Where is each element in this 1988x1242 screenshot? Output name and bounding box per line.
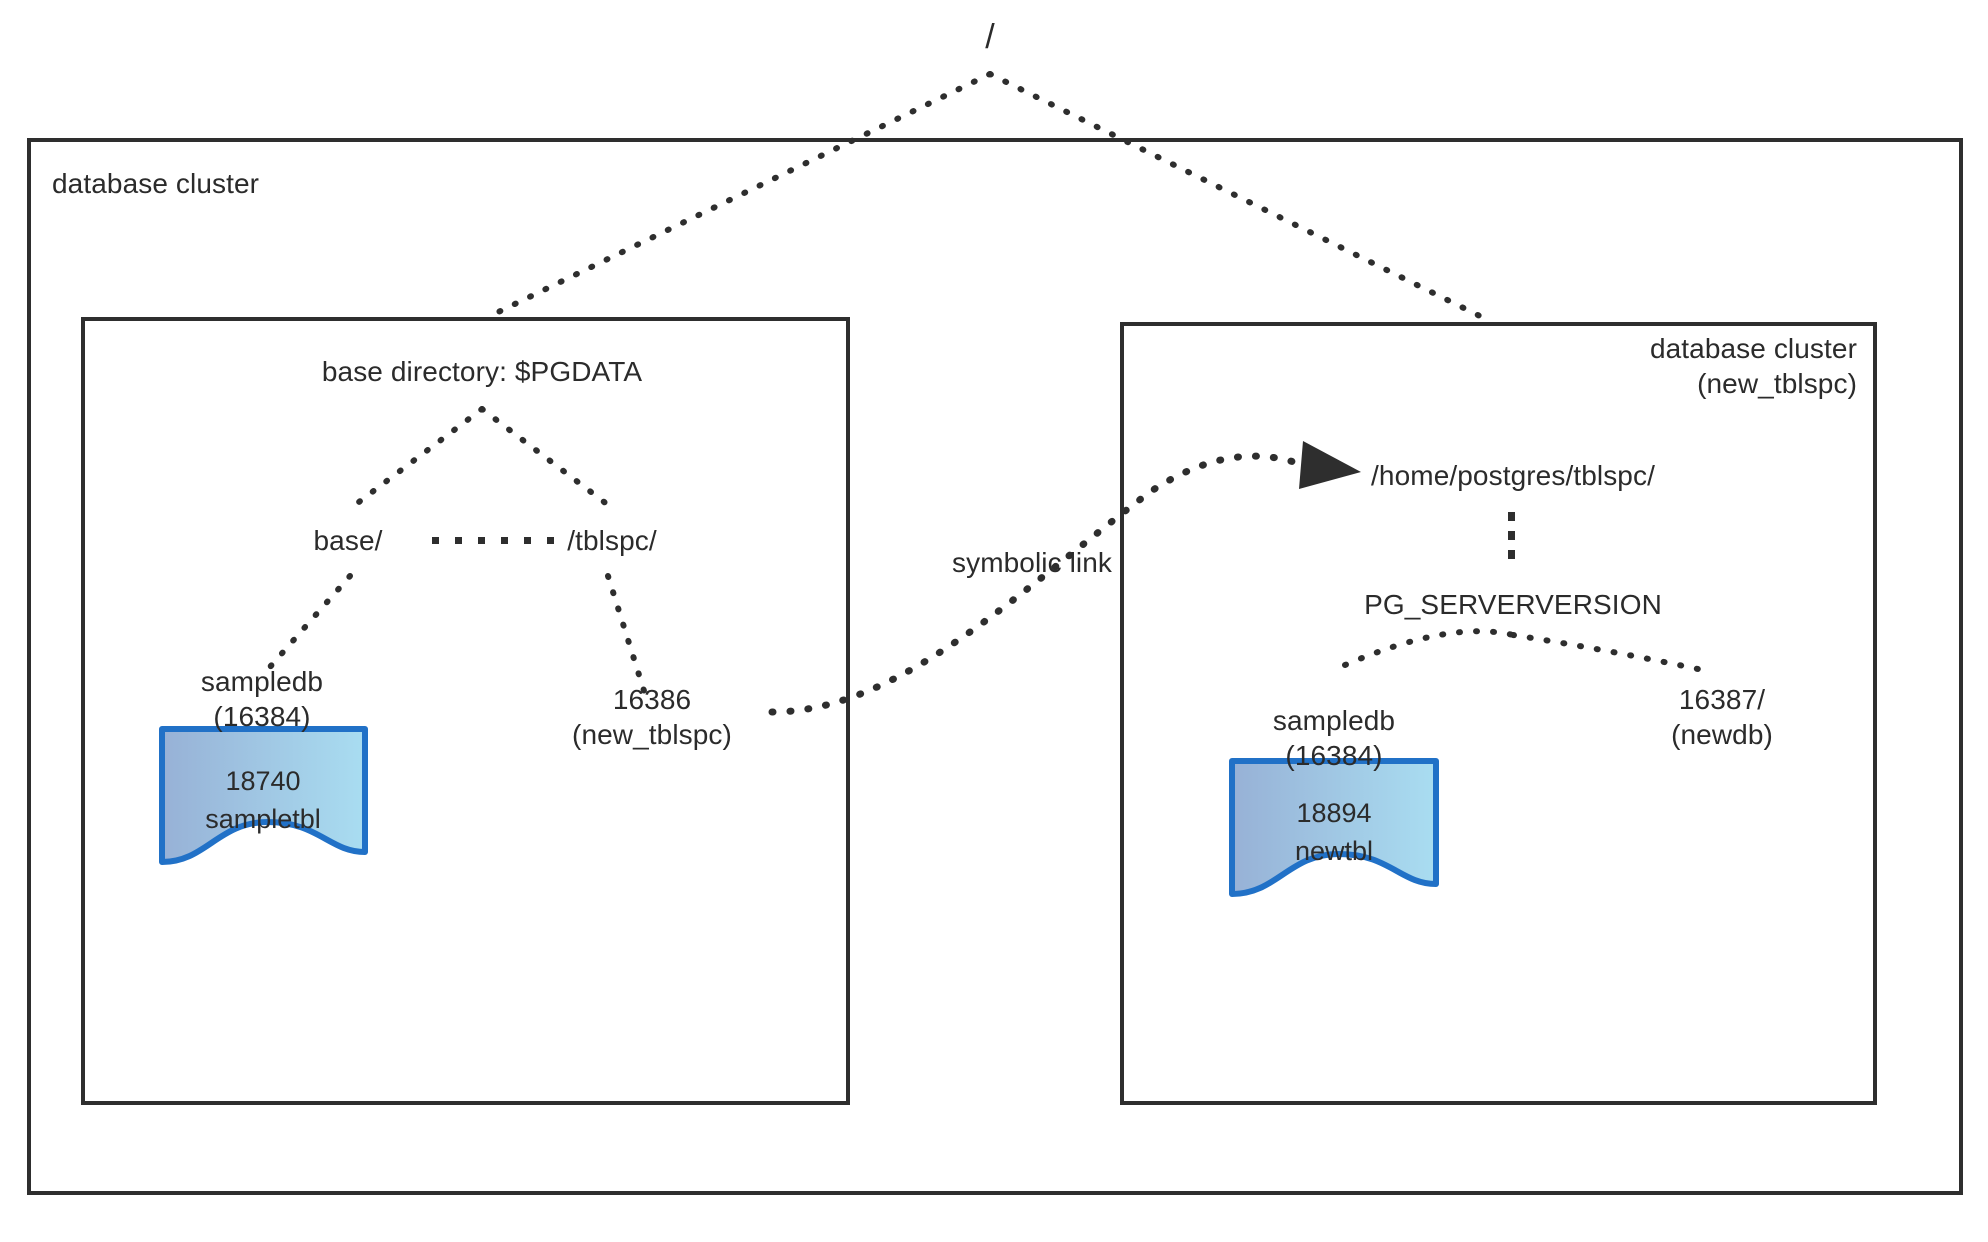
tblspc-newdb-oid: (newdb) [1671,719,1773,750]
outer-cluster-label: database cluster [52,168,260,199]
pg-serverversion-label: PG_SERVERVERSION [1364,589,1662,620]
tblspc-newdb-name: 16387/ [1678,684,1766,715]
tblspc-path-label: /home/postgres/tblspc/ [1371,460,1655,491]
pgdata-panel-title: base directory: $PGDATA [321,356,643,387]
sampletbl-name-text: sampletbl [205,804,321,834]
newtbl-oid-text: 18894 [1296,798,1372,828]
pgdata-sampledb-name: sampledb [200,666,324,697]
symbolic-link-label: symbolic link [951,547,1113,578]
base-dir-label: base/ [313,525,383,556]
pgdata-sampledb-oid: (16384) [213,701,311,732]
tblspc-sampledb-oid: (16384) [1285,740,1383,771]
root-slash-label: / [985,18,995,56]
pgdata-panel-box [81,317,850,1105]
sampletbl-oid-text: 18740 [225,766,301,796]
tblspc-dir-label: /tblspc/ [567,525,657,556]
tblspc-oid-name: 16386 [612,684,692,715]
tblspc-cluster-title-line1: database cluster [1649,333,1857,364]
tblspc-sampledb-name: sampledb [1272,705,1396,736]
tblspc-oid-alias: (new_tblspc) [572,719,732,750]
newtbl-name-text: newtbl [1294,836,1374,866]
tblspc-cluster-title-line2: (new_tblspc) [1697,368,1857,399]
